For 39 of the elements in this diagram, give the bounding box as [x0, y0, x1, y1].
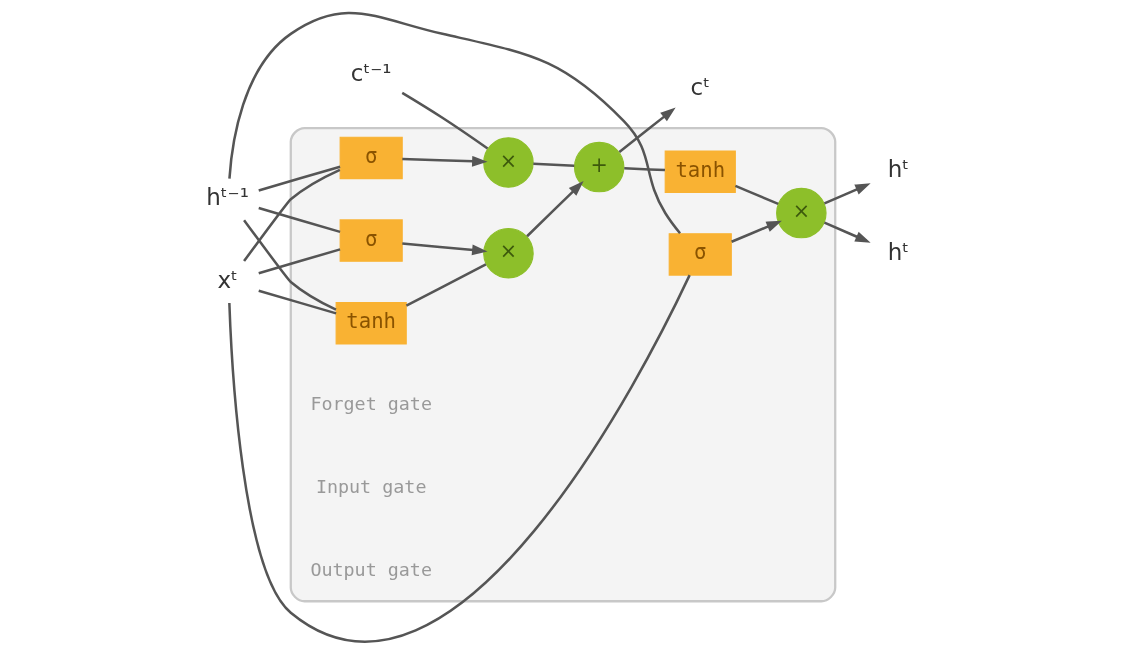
label: Output gate: [309, 558, 432, 580]
node-box: σ: [339, 136, 403, 180]
arrow: [823, 221, 871, 243]
node-circle: ×: [482, 137, 534, 188]
node-circle: ×: [775, 187, 827, 239]
connector: [227, 11, 681, 235]
connector: [242, 168, 340, 262]
arrow: [823, 183, 871, 205]
label: Input gate: [315, 476, 426, 498]
node-text: hᵗ⁻¹: [205, 184, 249, 210]
connector: [257, 206, 340, 234]
node-text: hᵗ: [887, 156, 909, 183]
connector: [734, 184, 779, 205]
connector: [257, 165, 340, 192]
arrow: [401, 242, 487, 256]
connector: [227, 274, 691, 643]
node-text: cᵗ: [690, 73, 710, 100]
arrow: [730, 220, 782, 243]
node-circle: +: [573, 141, 624, 193]
node-box: tanh: [664, 150, 736, 193]
connector: [401, 91, 488, 150]
connector: [257, 248, 340, 275]
connector: [532, 162, 574, 168]
arrow: [401, 155, 488, 167]
node-circle: ×: [482, 227, 534, 279]
node-box: σ: [339, 219, 403, 262]
cluster: [289, 126, 836, 603]
connector: [257, 289, 336, 315]
connector: [242, 219, 337, 311]
arrow: [525, 181, 584, 238]
node-box: tanh: [335, 302, 407, 345]
node-text: cᵗ⁻¹: [350, 59, 392, 86]
node-text: hᵗ: [887, 239, 909, 266]
arrow: [618, 107, 676, 154]
label: Forget gate: [309, 393, 432, 415]
connector: [405, 263, 486, 307]
connector: [623, 166, 665, 172]
node-box: σ: [668, 233, 732, 276]
node-text: xᵗ: [216, 266, 238, 293]
